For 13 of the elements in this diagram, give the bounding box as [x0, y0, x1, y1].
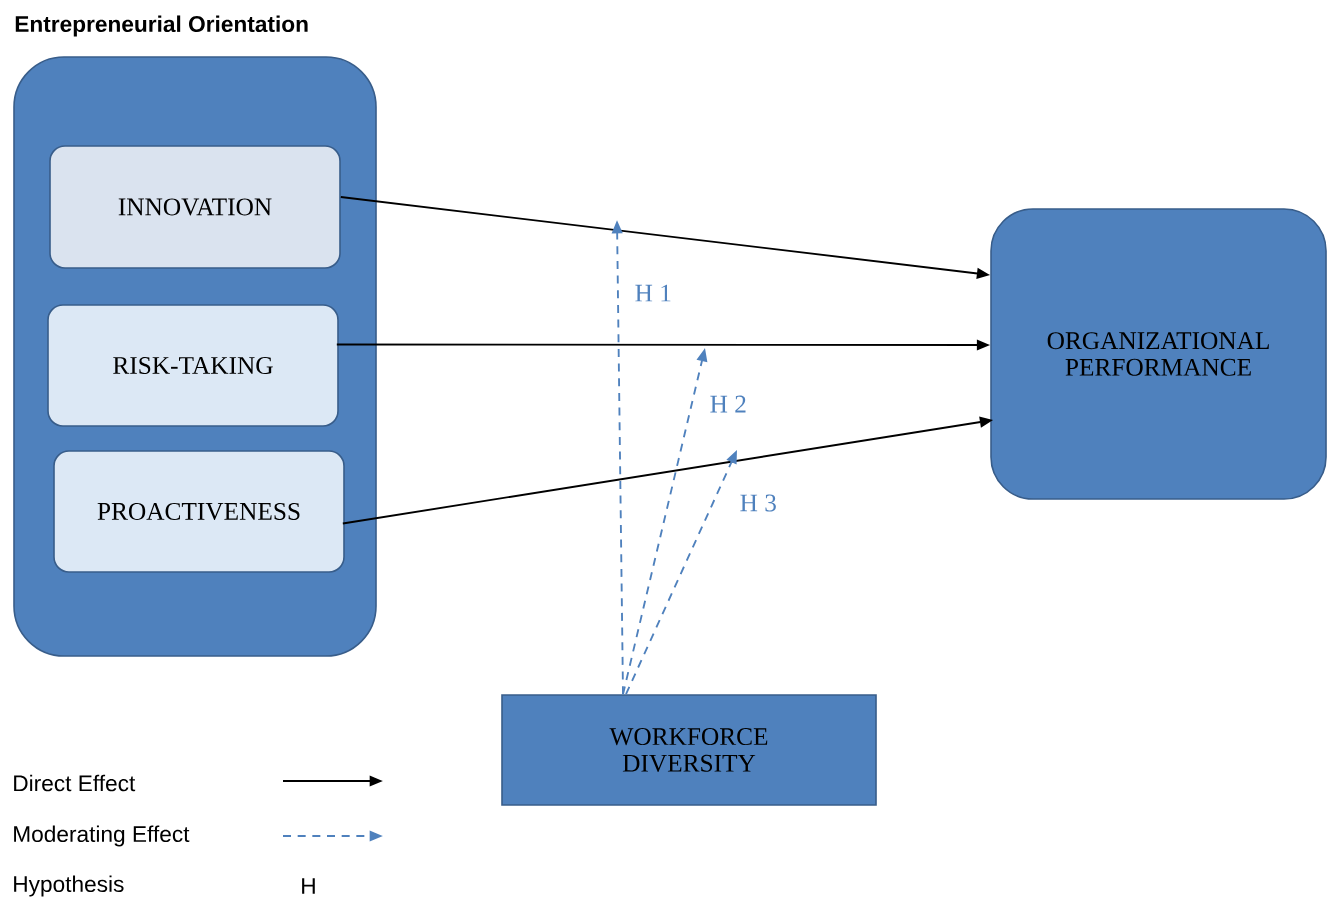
legend-text: Hypothesis [14, 875, 124, 897]
edge-label: H 3 [740, 494, 776, 512]
legend-text: Direct Effect [14, 774, 136, 792]
dimension-box: PROACTIVENESS [53, 450, 345, 573]
legend-text: Moderating Effect [14, 825, 190, 847]
dimension-box: INNOVATION [49, 145, 341, 269]
outcome-box: ORGANIZATIONAL PERFORMANCE [990, 208, 1327, 500]
edge-label: H 2 [710, 395, 746, 413]
edge-label: H 1 [635, 284, 671, 302]
moderator-box: WORKFORCE DIVERSITY [501, 694, 877, 806]
dimension-box: RISK-TAKING [47, 304, 339, 427]
group-heading: Entrepreneurial Orientation [15, 15, 308, 37]
legend-symbol: H [302, 878, 315, 894]
